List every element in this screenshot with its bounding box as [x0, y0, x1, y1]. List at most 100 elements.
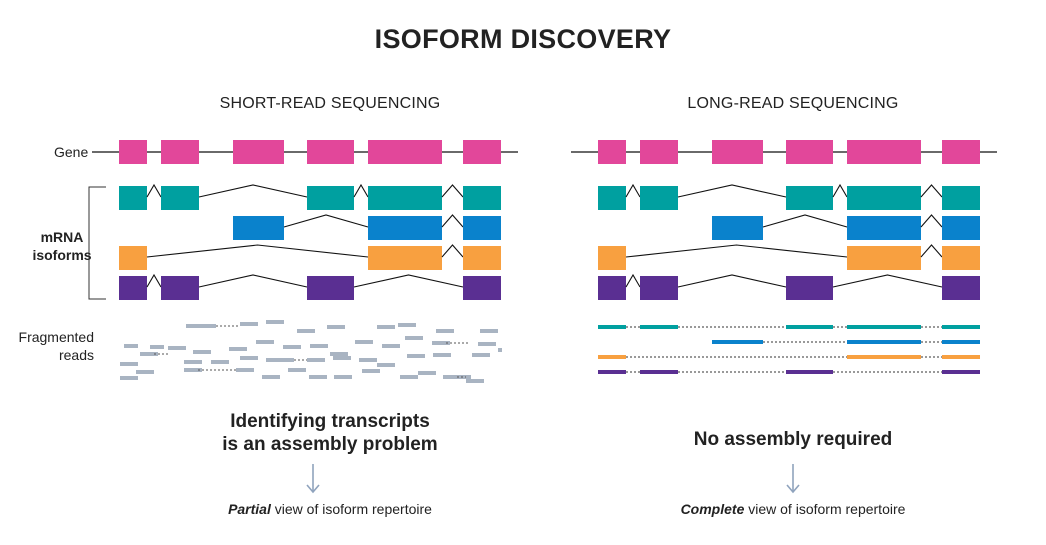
mrna-isoforms-label: mRNA isoforms [30, 228, 94, 264]
short-read-fragment-14 [229, 347, 247, 351]
long-read-footnote: Complete view of isoform repertoire [563, 501, 1023, 517]
short-isoform-3-exon-3 [463, 246, 501, 270]
long-isoform-1-exon-5 [942, 186, 980, 210]
short-isoform-2-exon-1 [233, 216, 284, 240]
short-isoform-1-exon-5 [463, 186, 501, 210]
long-read-4-segment-2 [640, 370, 678, 374]
short-read-fragment-8 [436, 329, 454, 333]
long-isoform-4-splice-2 [677, 274, 787, 288]
short-gene-exon-2 [161, 140, 199, 164]
short-read-fragment-12 [168, 346, 186, 350]
gene-label: Gene [54, 144, 89, 160]
long-down-arrow-icon [786, 464, 800, 494]
long-read-conclusion-line1: No assembly required [693, 429, 893, 450]
long-isoform-4-splice-1 [625, 273, 641, 288]
short-gene-exon-3 [233, 140, 284, 164]
long-read-1-segment-5 [942, 325, 980, 329]
short-read-fragment-43 [362, 369, 380, 373]
short-isoform-3-exon-2 [368, 246, 442, 270]
short-read-fragment-50 [150, 345, 164, 349]
short-isoform-1-splice-1 [146, 183, 162, 198]
short-isoform-2-exon-2 [368, 216, 442, 240]
long-isoform-3-exon-1 [598, 246, 626, 270]
short-read-footnote: Partial view of isoform repertoire [100, 501, 560, 517]
short-read-fragment-31 [359, 358, 377, 362]
long-read-2-segment-3 [942, 340, 980, 344]
long-read-conclusion: No assembly required [563, 428, 1023, 451]
short-read-conclusion: Identifying transcripts is an assembly p… [100, 410, 560, 456]
long-gene-exon-3 [712, 140, 763, 164]
long-isoform-4-splice-3 [832, 274, 943, 288]
short-isoform-3-splice-1 [146, 244, 369, 258]
short-read-fragment-40 [288, 368, 306, 372]
long-read-1-segment-3 [786, 325, 833, 329]
short-read-fragment-49 [136, 370, 154, 374]
long-isoform-4-exon-1 [598, 276, 626, 300]
long-isoform-3-exon-3 [942, 246, 980, 270]
short-read-fragment-28 [266, 358, 294, 362]
long-read-4-segment-3 [786, 370, 833, 374]
long-isoform-1-exon-3 [786, 186, 833, 210]
long-gene-exon-2 [640, 140, 678, 164]
short-read-fragment-7 [398, 323, 416, 327]
long-isoform-1-exon-1 [598, 186, 626, 210]
short-read-conclusion-line2: is an assembly problem [222, 434, 438, 455]
long-read-3-segment-1 [598, 355, 626, 359]
long-read-3-segment-3 [942, 355, 980, 359]
long-read-1-segment-1 [598, 325, 626, 329]
short-read-fragment-25 [184, 360, 202, 364]
short-read-fragment-34 [472, 353, 490, 357]
long-read-footnote-rest: view of isoform repertoire [744, 501, 906, 517]
short-isoform-4-exon-4 [463, 276, 501, 300]
short-isoform-3-splice-2 [441, 244, 464, 258]
short-read-fragment-46 [418, 371, 436, 375]
long-isoform-3-exon-2 [847, 246, 921, 270]
long-isoform-2-splice-1 [762, 214, 848, 228]
short-gene-exon-4 [307, 140, 354, 164]
short-read-fragment-33 [433, 353, 451, 357]
main-title: ISOFORM DISCOVERY [374, 24, 672, 54]
long-isoform-2-exon-1 [712, 216, 763, 240]
short-read-fragment-16 [283, 345, 301, 349]
long-gene-exon-1 [598, 140, 626, 164]
short-read-fragment-3 [266, 320, 284, 324]
short-isoform-4-exon-2 [161, 276, 199, 300]
short-read-fragment-15 [256, 340, 274, 344]
fragmented-reads-label-line2: reads [58, 347, 94, 363]
long-read-footnote-emphasis: Complete [680, 501, 745, 517]
mrna-isoforms-label-line1: mRNA [40, 229, 84, 245]
short-read-fragment-18 [330, 352, 348, 356]
short-gene-exon-1 [119, 140, 147, 164]
short-read-fragment-11 [140, 352, 158, 356]
long-read-4-segment-4 [942, 370, 980, 374]
long-isoform-1-exon-2 [640, 186, 678, 210]
long-isoform-2-exon-2 [847, 216, 921, 240]
short-read-footnote-rest: view of isoform repertoire [270, 501, 432, 517]
short-isoform-1-exon-4 [368, 186, 442, 210]
short-read-fragment-32 [407, 354, 425, 358]
short-read-fragment-45 [400, 375, 418, 379]
short-isoform-4-exon-1 [119, 276, 147, 300]
short-isoform-4-splice-3 [353, 274, 464, 288]
short-read-fragment-23 [478, 342, 496, 346]
isoform-bracket [88, 186, 106, 300]
short-read-fragment-42 [334, 375, 352, 379]
short-read-fragment-37 [184, 368, 202, 372]
short-isoform-1-splice-4 [441, 184, 464, 198]
mrna-isoforms-label-line2: isoforms [32, 247, 92, 263]
long-read-4-segment-1 [598, 370, 626, 374]
short-isoform-4-splice-2 [198, 274, 308, 288]
short-down-arrow-icon [306, 464, 320, 494]
short-read-fragment-10 [124, 344, 138, 348]
short-isoform-4-exon-3 [307, 276, 354, 300]
short-read-fragment-4 [297, 329, 315, 333]
long-read-1-segment-2 [640, 325, 678, 329]
short-read-fragment-36 [120, 376, 138, 380]
short-read-fragment-19 [355, 340, 373, 344]
long-isoform-3-splice-2 [920, 244, 943, 258]
short-read-fragment-22 [432, 341, 450, 345]
long-read-2-segment-2 [847, 340, 921, 344]
short-read-fragment-6 [377, 325, 395, 329]
long-isoform-2-exon-3 [942, 216, 980, 240]
